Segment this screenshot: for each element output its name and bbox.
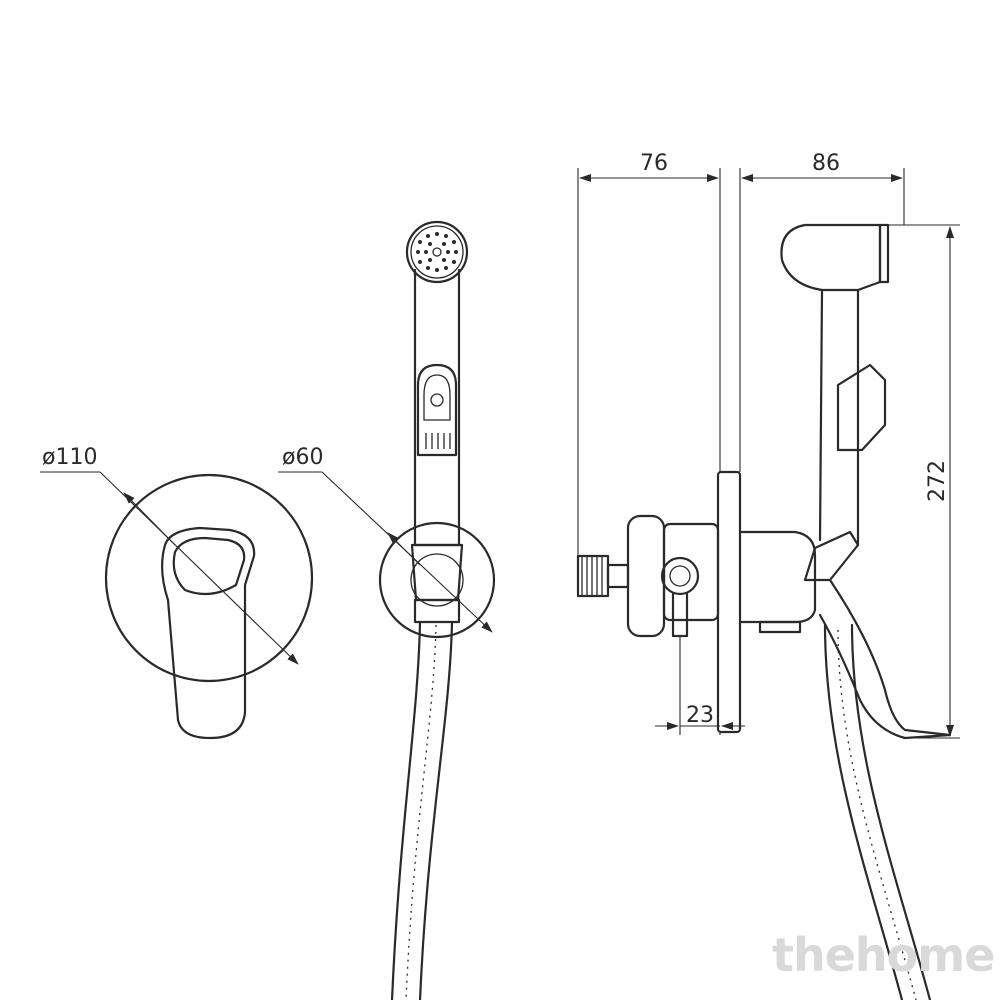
flange-offset-label: 23	[686, 703, 714, 728]
body-depth-label: 76	[640, 151, 668, 176]
holder-diameter-label: ø60	[282, 445, 323, 470]
dimension-flange-offset: 23	[655, 636, 745, 735]
spray-nozzles-icon	[416, 232, 458, 272]
total-height-label: 272	[925, 460, 950, 502]
mixer-cover-front-view	[104, 473, 314, 740]
dimension-body-depth: 76	[577, 151, 721, 556]
dimension-total-height: 272	[888, 224, 960, 739]
dimension-holder-diameter: ø60	[278, 445, 493, 633]
hand-shower-front-view	[378, 220, 496, 639]
spout-projection-label: 86	[812, 151, 840, 176]
dimension-cover-diameter: ø110	[40, 445, 299, 665]
hose-front-view	[390, 620, 454, 1000]
mixer-side-view	[576, 223, 952, 740]
watermark-logo: thehome	[772, 928, 995, 982]
hose-side-view	[823, 623, 932, 1000]
dimension-spout-projection: 86	[739, 151, 905, 472]
cover-diameter-label: ø110	[42, 445, 97, 470]
